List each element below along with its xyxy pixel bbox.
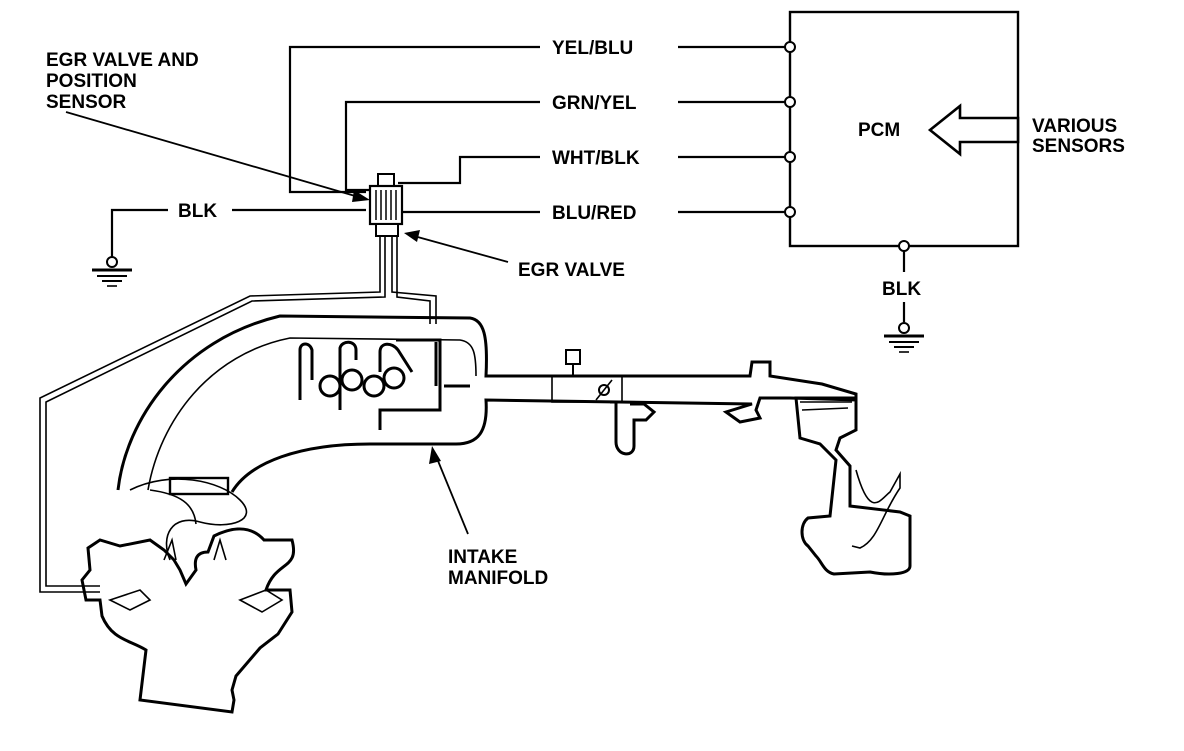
wire-wht-blk: WHT/BLK — [398, 148, 796, 185]
various-sensors-label-line1: VARIOUS — [1032, 116, 1117, 137]
egr-position-sensor-label-line2: POSITION — [46, 71, 137, 92]
egr-position-sensor-label-line3: SENSOR — [46, 92, 127, 113]
leader-egr-valve — [404, 230, 509, 263]
pcm-label: PCM — [858, 120, 900, 141]
ground-pcm-label: BLK — [882, 279, 921, 300]
wire-label-grn-yel: GRN/YEL — [552, 93, 637, 114]
ground-left-label: BLK — [178, 201, 217, 222]
ground-left — [92, 208, 366, 287]
leader-intake-manifold — [429, 446, 469, 535]
various-sensors-label-line2: SENSORS — [1032, 136, 1125, 157]
egr-valve-label: EGR VALVE — [518, 260, 625, 281]
egr-valve-assembly — [39, 173, 437, 593]
wire-label-blu-red: BLU/RED — [552, 203, 636, 224]
wire-blu-red: BLU/RED — [400, 203, 796, 224]
intake-manifold-label-line1: INTAKE — [448, 547, 517, 568]
egr-position-sensor-label-line1: EGR VALVE AND — [46, 50, 199, 71]
intake-manifold — [80, 314, 912, 714]
intake-manifold-label-line2: MANIFOLD — [448, 568, 548, 589]
wire-grn-yel: GRN/YEL — [344, 93, 796, 192]
wire-label-yel-blu: YEL/BLU — [552, 38, 633, 59]
ground-pcm — [884, 240, 924, 353]
wire-yel-blu: YEL/BLU — [288, 38, 796, 194]
wire-label-wht-blk: WHT/BLK — [552, 148, 640, 169]
leader-egr-position-sensor — [65, 111, 370, 202]
various-sensors-arrow — [927, 103, 1020, 157]
